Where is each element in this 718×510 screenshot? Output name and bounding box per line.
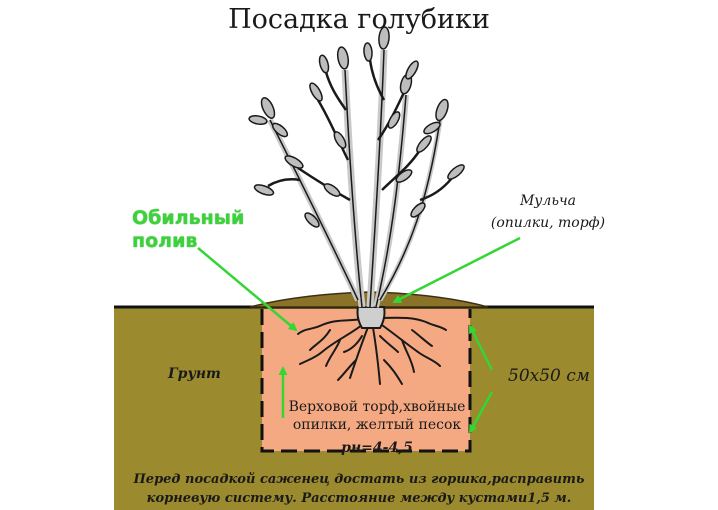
shrub	[267, 49, 453, 308]
planting-note: Перед посадкой саженец достать из горшка…	[0, 470, 718, 508]
leaves	[248, 26, 465, 228]
planting-note-line2: корневую систему. Расстояние между куста…	[146, 491, 572, 506]
root-system	[297, 316, 447, 385]
pit-fill-line2: опилки, желтый песок	[292, 417, 462, 433]
pit-fill-label: Верховой торф,хвойные опилки, желтый пес…	[270, 398, 484, 434]
root-collar	[356, 306, 386, 329]
mulch-label: Мульча (опилки, торф)	[490, 190, 606, 234]
pit-dimensions-label: 50х50 см	[508, 366, 590, 386]
mulch-label-line2: (опилки, торф)	[490, 215, 606, 231]
annotation-arrows	[197, 236, 521, 434]
page-title: Посадка голубики	[228, 4, 490, 35]
mulch-arrow	[392, 236, 521, 304]
pit-fill-line1: Верховой торф,хвойные	[288, 399, 466, 415]
watering-label-line2: полив	[132, 230, 198, 252]
dimension-arrow-down	[468, 391, 494, 434]
soil-label: Грунт	[168, 366, 221, 382]
watering-label: Обильный полив	[132, 207, 244, 253]
ph-label: рн=4-4,5	[341, 440, 413, 456]
watering-arrow	[197, 247, 298, 332]
planting-note-line1: Перед посадкой саженец достать из горшка…	[133, 472, 585, 487]
planting-pit-border	[260, 309, 472, 453]
dimension-arrow-up	[468, 324, 494, 371]
mulch-label-line1: Мульча	[519, 193, 577, 209]
watering-label-line1: Обильный	[132, 207, 245, 229]
